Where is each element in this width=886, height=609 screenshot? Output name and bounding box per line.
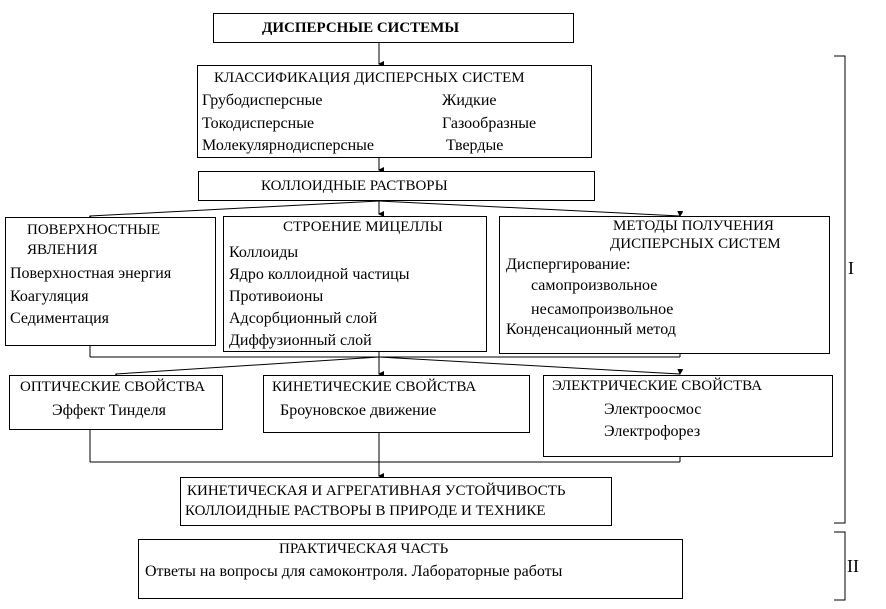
connector-colloid-surface [87, 200, 380, 222]
section-label-2: II [847, 556, 859, 576]
surface-heading-line1: ПОВЕРХНОСТНЫЕ [27, 222, 161, 238]
optical-item-1: Эффект Тинделя [52, 402, 166, 419]
methods-item-4: Конденсационный метод [506, 321, 676, 338]
connector-bus-electric [378, 356, 684, 375]
stability-box: КИНЕТИЧЕСКАЯ И АГРЕГАТИВНАЯ УСТОЙЧИВОСТЬ… [180, 477, 612, 526]
micelle-structure-box: СТРОЕНИЕ МИЦЕЛЛЫ Коллоиды Ядро коллоидно… [223, 216, 487, 352]
methods-heading-line1: МЕТОДЫ ПОЛУЧЕНИЯ [613, 218, 774, 234]
connector-colloid-methods [378, 200, 684, 217]
methods-item-2: самопроизвольное [531, 277, 658, 294]
surface-item-3: Седиментация [10, 310, 110, 327]
surface-phenomena-box: ПОВЕРХНОСТНЫЕ ЯВЛЕНИЯ Поверхностная энер… [5, 217, 216, 346]
micelle-item-3: Противоионы [229, 288, 324, 305]
classification-left-2: Токодисперсные [202, 115, 315, 132]
methods-box: МЕТОДЫ ПОЛУЧЕНИЯ ДИСПЕРСНЫХ СИСТЕМ Диспе… [499, 216, 830, 354]
electric-item-1: Электроосмос [604, 401, 702, 418]
surface-item-1: Поверхностная энергия [10, 265, 172, 282]
electric-item-2: Электрофорез [604, 423, 701, 440]
methods-item-3: несамопроизвольное [531, 301, 674, 318]
methods-heading-line2: ДИСПЕРСНЫХ СИСТЕМ [610, 236, 781, 252]
methods-item-1: Диспергирование: [506, 256, 631, 273]
practical-part-box: ПРАКТИЧЕСКАЯ ЧАСТЬ Ответы на вопросы для… [138, 539, 683, 599]
title-text: ДИСПЕРСНЫЕ СИСТЕМЫ [262, 20, 460, 36]
electric-properties-box: ЭЛЕКТРИЧЕСКИЕ СВОЙСТВА Электроосмос Элек… [543, 375, 833, 457]
micelle-item-5: Диффузионный слой [229, 332, 372, 349]
colloid-solutions-box: КОЛЛОИДНЫЕ РАСТВОРЫ [198, 171, 595, 201]
connector-bus-optical [113, 356, 380, 380]
colloid-solutions-heading: КОЛЛОИДНЫЕ РАСТВОРЫ [261, 178, 448, 194]
classification-left-3: Молекулярнодисперсные [202, 137, 374, 154]
kinetic-heading: КИНЕТИЧЕСКИЕ СВОЙСТВА [272, 379, 477, 395]
bracket-section-1 [834, 55, 846, 524]
practical-heading: ПРАКТИЧЕСКАЯ ЧАСТЬ [279, 541, 449, 557]
surface-item-2: Коагуляция [10, 288, 89, 305]
micelle-item-2: Ядро коллоидной частицы [229, 266, 410, 283]
kinetic-item-1: Броуновское движение [280, 402, 437, 419]
micelle-heading: СТРОЕНИЕ МИЦЕЛЛЫ [283, 219, 443, 235]
title-box: ДИСПЕРСНЫЕ СИСТЕМЫ [213, 13, 574, 43]
stability-line2: КОЛЛОИДНЫЕ РАСТВОРЫ В ПРИРОДЕ И ТЕХНИКЕ [185, 503, 546, 519]
optical-properties-box: ОПТИЧЕСКИЕ СВОЙСТВА Эффект Тинделя [9, 375, 223, 430]
classification-right-3: Твердые [446, 137, 504, 154]
bracket-section-2 [834, 531, 846, 601]
classification-box: КЛАССИФИКАЦИЯ ДИСПЕРСНЫХ СИСТЕМ Грубодис… [197, 65, 592, 158]
classification-left-1: Грубодисперсные [202, 92, 323, 109]
classification-right-1: Жидкие [442, 92, 497, 109]
classification-right-2: Газообразные [442, 115, 537, 132]
section-label-1: I [848, 258, 854, 278]
classification-heading: КЛАССИФИКАЦИЯ ДИСПЕРСНЫХ СИСТЕМ [214, 70, 525, 86]
practical-text: Ответы на вопросы для самоконтроля. Лабо… [145, 563, 563, 580]
electric-heading: ЭЛЕКТРИЧЕСКИЕ СВОЙСТВА [552, 378, 763, 394]
stability-line1: КИНЕТИЧЕСКАЯ И АГРЕГАТИВНАЯ УСТОЙЧИВОСТЬ [187, 483, 566, 499]
micelle-item-4: Адсорбционный слой [229, 310, 378, 327]
micelle-item-1: Коллоиды [229, 244, 299, 261]
optical-heading: ОПТИЧЕСКИЕ СВОЙСТВА [20, 379, 206, 395]
kinetic-properties-box: КИНЕТИЧЕСКИЕ СВОЙСТВА Броуновское движен… [263, 375, 530, 433]
surface-heading-line2: ЯВЛЕНИЯ [27, 242, 98, 258]
